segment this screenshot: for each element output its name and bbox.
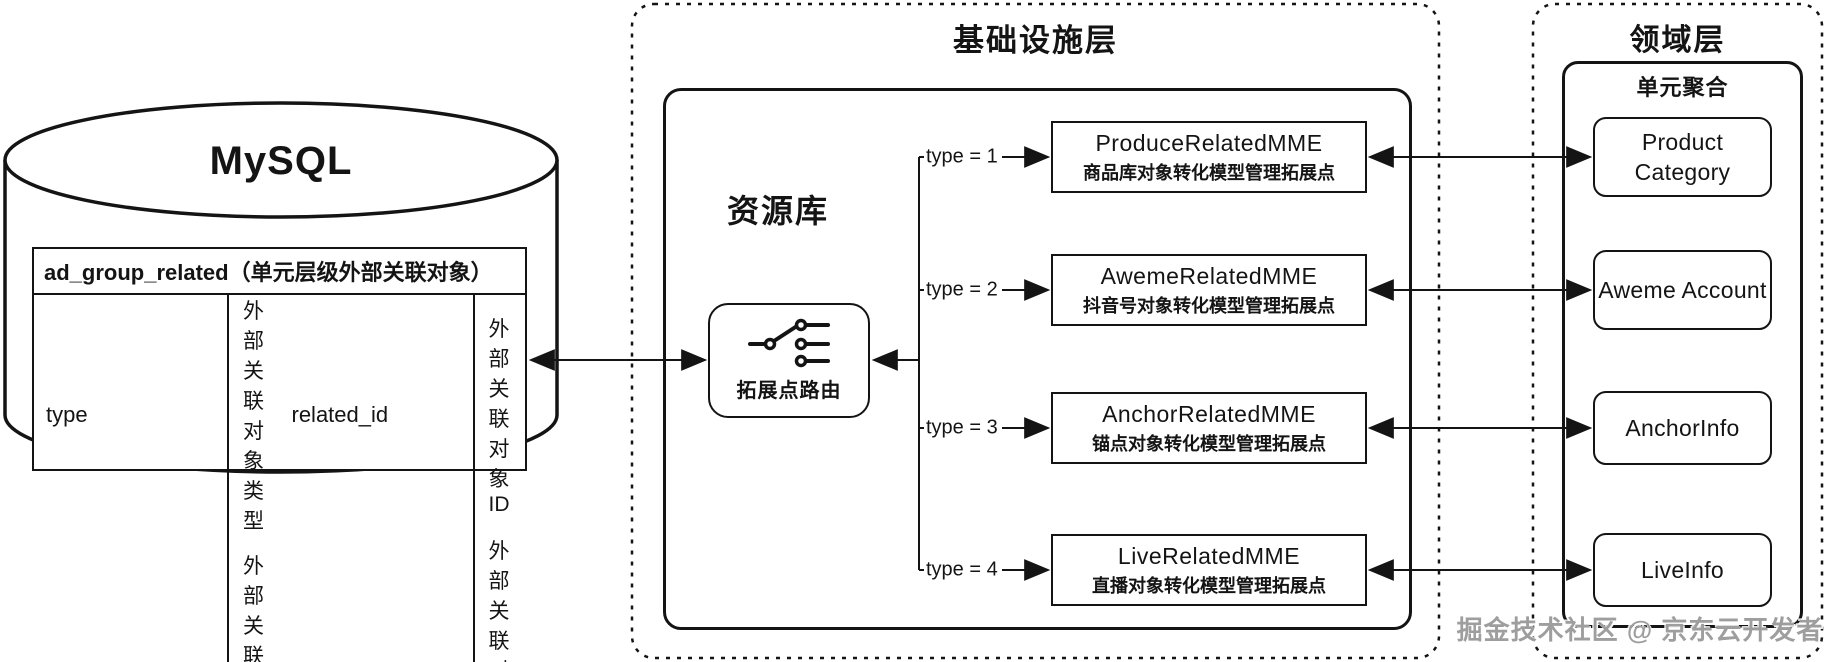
entity-box-product-category: Product Category: [1593, 117, 1772, 197]
table-row: type 外部关联对象类型: [34, 295, 280, 535]
mme-desc: 抖音号对象转化模型管理拓展点: [1083, 295, 1335, 316]
repository-box: [663, 88, 1412, 630]
field-desc: 外部关联对象冗余索引列: [243, 555, 264, 662]
mme-name: AwemeRelatedMME: [1100, 262, 1318, 289]
branch-condition-label: type = 4: [924, 558, 1002, 582]
branch-condition-label: type = 3: [924, 416, 1002, 440]
field-desc: 外部关联对象冗余数据详情: [488, 540, 510, 662]
unit-aggregate-box: [1562, 61, 1803, 628]
produce-related-mme-box: ProduceRelatedMME 商品库对象转化模型管理拓展点: [1051, 121, 1367, 193]
db-table-header: ad_group_related（单元层级外部关联对象）: [34, 249, 525, 295]
anchor-related-mme-box: AnchorRelatedMME 锚点对象转化模型管理拓展点: [1051, 392, 1367, 464]
field-desc: 外部关联对象类型: [243, 300, 264, 533]
mme-name: AnchorRelatedMME: [1102, 400, 1316, 427]
extension-router-label: 拓展点路由: [736, 380, 842, 402]
entity-box-aweme-account: Aweme Account: [1593, 250, 1772, 330]
domain-layer-boundary: [1531, 2, 1824, 660]
field-desc: 外部关联对象ID: [488, 318, 510, 516]
field-name: related_value: [280, 535, 475, 662]
live-related-mme-box: LiveRelatedMME 直播对象转化模型管理拓展点: [1051, 534, 1367, 606]
entity-box-live-info: LiveInfo: [1593, 533, 1772, 607]
mysql-label: MySQL: [209, 139, 353, 183]
table-row: related_value 外部关联对象冗余数据详情: [280, 535, 526, 662]
branch-condition-label: type = 2: [924, 278, 1002, 302]
mme-desc: 直播对象转化模型管理拓展点: [1092, 575, 1326, 596]
mme-name: LiveRelatedMME: [1117, 542, 1301, 569]
field-name: related_index: [34, 535, 229, 662]
unit-aggregate-label: 单元聚合: [1636, 75, 1729, 100]
mme-name: ProduceRelatedMME: [1095, 129, 1323, 156]
watermark: 掘金技术社区 @ 京东云开发者: [1456, 615, 1824, 645]
aweme-related-mme-box: AwemeRelatedMME 抖音号对象转化模型管理拓展点: [1051, 254, 1367, 326]
domain-layer-title: 领域层: [1629, 24, 1726, 57]
db-table: ad_group_related（单元层级外部关联对象） type 外部关联对象…: [32, 247, 527, 662]
field-name: type: [34, 295, 229, 535]
infrastructure-layer-title: 基础设施层: [953, 23, 1118, 58]
repository-label: 资源库: [727, 193, 830, 229]
entity-box-anchor-info: AnchorInfo: [1593, 391, 1772, 465]
extension-router-box: 拓展点路由: [708, 303, 870, 418]
infrastructure-layer-boundary: [630, 2, 1441, 660]
field-name: related_id: [280, 295, 475, 535]
switch-selector-icon: [748, 318, 830, 368]
mme-desc: 锚点对象转化模型管理拓展点: [1092, 433, 1326, 454]
branch-condition-label: type = 1: [924, 145, 1002, 169]
mme-desc: 商品库对象转化模型管理拓展点: [1083, 162, 1335, 183]
table-row: related_id 外部关联对象ID: [280, 295, 526, 535]
table-row: related_index 外部关联对象冗余索引列: [34, 535, 280, 662]
